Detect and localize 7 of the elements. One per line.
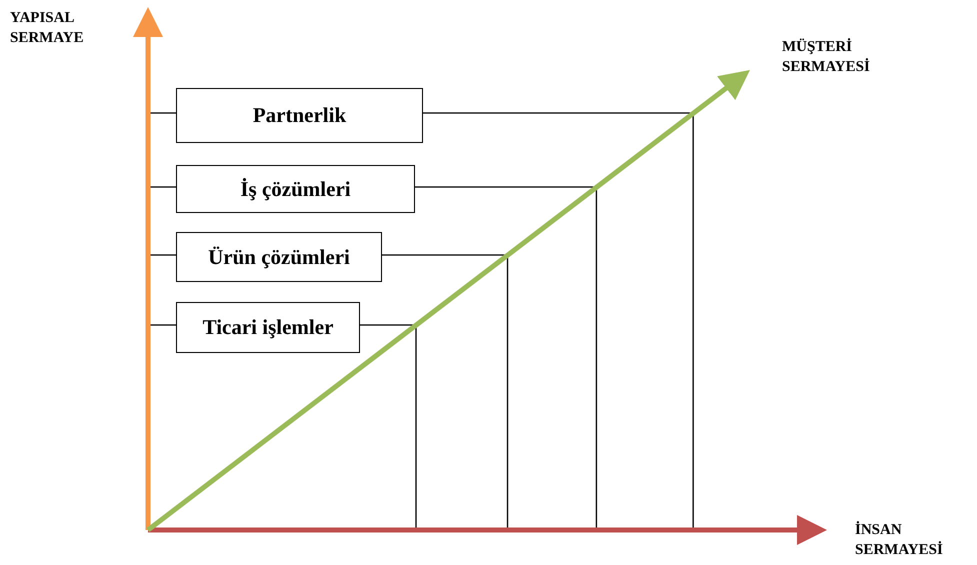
axis-title: İNSAN SERMAYESİ bbox=[855, 520, 944, 560]
axis-title: YAPISAL SERMAYE bbox=[10, 9, 85, 48]
category-box: Partnerlik bbox=[176, 88, 423, 143]
category-box: İş çözümleri bbox=[176, 165, 415, 213]
category-box: Ticari işlemler bbox=[176, 302, 360, 353]
axis-title: MÜŞTERİ SERMAYESİ bbox=[782, 37, 871, 77]
category-box: Ürün çözümleri bbox=[176, 232, 382, 282]
